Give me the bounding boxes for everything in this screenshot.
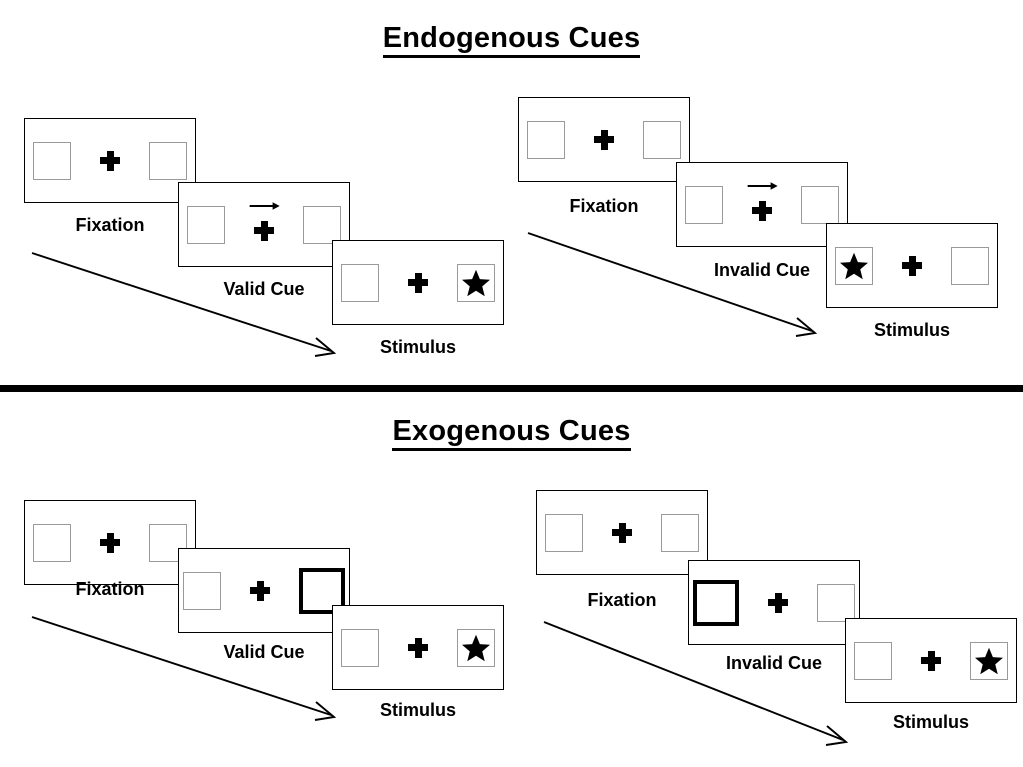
- caption-exogenous-valid-fixation: Fixation: [75, 579, 145, 599]
- left-box: [835, 246, 873, 285]
- caption-endogenous-invalid-cue: Invalid Cue: [713, 260, 811, 280]
- section-divider: [0, 385, 1023, 392]
- fixation-cross-icon: [594, 129, 614, 150]
- center-slot: [87, 134, 133, 188]
- caption-endogenous-invalid-stimulus: Stimulus: [873, 320, 950, 340]
- fixation-cross-icon: [100, 150, 120, 171]
- fixation-cross-icon: [752, 200, 772, 221]
- frame-endogenous-invalid-fixation[interactable]: [518, 97, 690, 182]
- right-box: [801, 185, 839, 224]
- frame-exogenous-invalid-cue[interactable]: [688, 560, 860, 645]
- frame-content: [846, 619, 1016, 702]
- fixation-cross-icon: [254, 220, 274, 241]
- center-slot: [581, 113, 627, 167]
- fixation-cross-icon: [921, 650, 941, 671]
- center-slot: [395, 621, 441, 675]
- center-slot: [241, 198, 287, 252]
- left-box: [854, 641, 892, 680]
- caption-endogenous-valid-fixation: Fixation: [75, 215, 145, 235]
- right-box: [661, 513, 699, 552]
- fixation-cross-icon: [100, 532, 120, 553]
- caption-exogenous-invalid-stimulus: Stimulus: [892, 712, 969, 732]
- center-slot: [739, 178, 785, 232]
- center-slot: [889, 239, 935, 293]
- right-box: [303, 205, 341, 244]
- center-slot: [755, 576, 801, 630]
- frame-exogenous-invalid-stimulus[interactable]: [845, 618, 1017, 703]
- frame-content: [333, 241, 503, 324]
- frame-content: [333, 606, 503, 689]
- left-box-cued: [693, 579, 739, 626]
- center-slot: [237, 564, 283, 618]
- frame-exogenous-invalid-fixation[interactable]: [536, 490, 708, 575]
- frame-content: [689, 561, 859, 644]
- fixation-cross-icon: [612, 522, 632, 543]
- star-icon: [975, 647, 1003, 674]
- frame-exogenous-valid-cue[interactable]: [178, 548, 350, 633]
- left-box: [341, 628, 379, 667]
- center-slot: [599, 506, 645, 560]
- fixation-cross-icon: [768, 592, 788, 613]
- right-box: [457, 263, 495, 302]
- left-box: [183, 571, 221, 610]
- caption-endogenous-valid-stimulus: Stimulus: [379, 337, 456, 357]
- arrow-right-icon: [249, 200, 281, 212]
- section-title-endogenous: Endogenous Cues: [0, 22, 1023, 58]
- caption-exogenous-invalid-fixation: Fixation: [587, 590, 657, 610]
- frame-endogenous-invalid-cue[interactable]: [676, 162, 848, 247]
- right-box: [457, 628, 495, 667]
- caption-endogenous-invalid-fixation: Fixation: [569, 196, 639, 216]
- left-box: [187, 205, 225, 244]
- frame-content: [25, 119, 195, 202]
- right-box: [951, 246, 989, 285]
- frame-content: [537, 491, 707, 574]
- caption-endogenous-valid-cue: Valid Cue: [223, 279, 305, 299]
- center-slot: [87, 516, 133, 570]
- fixation-cross-icon: [408, 272, 428, 293]
- caption-exogenous-valid-cue: Valid Cue: [223, 642, 305, 662]
- frame-endogenous-valid-fixation[interactable]: [24, 118, 196, 203]
- right-box: [970, 641, 1008, 680]
- caption-exogenous-invalid-cue: Invalid Cue: [725, 653, 823, 673]
- star-icon: [462, 634, 490, 661]
- section-title-exogenous: Exogenous Cues: [0, 415, 1023, 451]
- frame-content: [25, 501, 195, 584]
- frame-exogenous-valid-fixation[interactable]: [24, 500, 196, 585]
- center-slot: [908, 634, 954, 688]
- star-icon: [840, 252, 868, 279]
- left-box: [685, 185, 723, 224]
- fixation-cross-icon: [250, 580, 270, 601]
- right-box: [817, 583, 855, 622]
- frame-endogenous-valid-stimulus[interactable]: [332, 240, 504, 325]
- left-box: [341, 263, 379, 302]
- arrow-right-icon: [747, 180, 779, 192]
- frame-content: [519, 98, 689, 181]
- frame-content: [179, 183, 349, 266]
- left-box: [33, 523, 71, 562]
- left-box: [545, 513, 583, 552]
- left-box: [33, 141, 71, 180]
- center-slot: [395, 256, 441, 310]
- frame-endogenous-valid-cue[interactable]: [178, 182, 350, 267]
- frame-content: [827, 224, 997, 307]
- section-title-exogenous-text: Exogenous Cues: [392, 415, 631, 451]
- right-box: [643, 120, 681, 159]
- section-title-endogenous-text: Endogenous Cues: [382, 22, 641, 58]
- frame-content: [179, 549, 349, 632]
- fixation-cross-icon: [902, 255, 922, 276]
- caption-exogenous-valid-stimulus: Stimulus: [379, 700, 456, 720]
- fixation-cross-icon: [408, 637, 428, 658]
- star-icon: [462, 269, 490, 296]
- frame-endogenous-invalid-stimulus[interactable]: [826, 223, 998, 308]
- frame-content: [677, 163, 847, 246]
- frame-exogenous-valid-stimulus[interactable]: [332, 605, 504, 690]
- left-box: [527, 120, 565, 159]
- right-box: [149, 141, 187, 180]
